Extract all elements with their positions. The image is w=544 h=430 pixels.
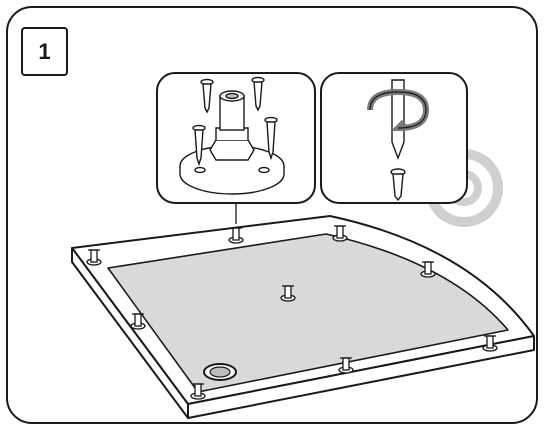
foot-icon [420,261,436,278]
step-number-badge: 1 [21,27,68,76]
foot-icon [190,383,206,400]
screw-icon [390,168,406,202]
foot-icon [280,285,296,302]
screw-icon [251,76,265,112]
screwdriver-rotate-icon [320,72,468,204]
adjustable-foot-with-screws-icon [156,72,316,204]
foot-icon [482,335,498,352]
screw-icon [200,78,214,114]
screw-icon [192,124,206,167]
foot-icon [86,249,102,266]
foot-icon [338,357,354,374]
adjustable-feet [86,225,498,400]
screw-icon [264,116,278,161]
step-number: 1 [38,38,51,64]
foot-icon [228,227,244,244]
foot-icon [332,225,348,242]
foot-icon [130,313,146,330]
shower-tray-icon [71,215,535,419]
